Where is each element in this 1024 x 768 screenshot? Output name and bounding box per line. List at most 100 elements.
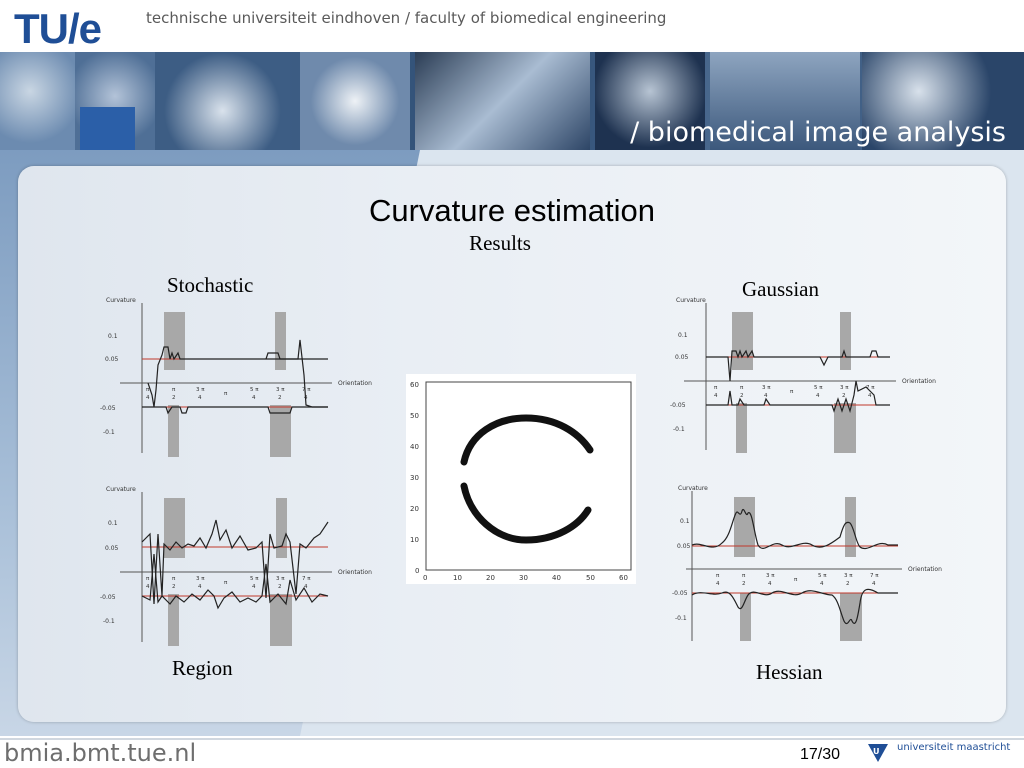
band [168, 405, 179, 457]
curve-upper [141, 519, 329, 605]
footer-url[interactable]: bmia.bmt.tue.nl [4, 739, 197, 767]
y-tick: 0.05 [677, 543, 691, 550]
svg-text:π: π [740, 385, 744, 391]
band [734, 497, 755, 557]
y-tick: 40 [410, 443, 419, 451]
svg-text:4: 4 [820, 581, 824, 587]
plot-axes: Curvature Orientation 0.1 0.05 -0.05 -0.… [100, 297, 372, 453]
footer-divider [0, 738, 1024, 740]
svg-text:π: π [794, 577, 798, 583]
svg-text:3 π: 3 π [196, 576, 205, 582]
band [168, 594, 179, 646]
x-tick: 60 [619, 574, 628, 582]
y-axis-label: Curvature [106, 486, 136, 493]
y-tick: 60 [410, 381, 419, 389]
curve-upper [706, 349, 890, 382]
svg-text:4: 4 [198, 584, 202, 590]
x-tick-5pi-4: 5 π [250, 387, 259, 393]
y-tick: 0.05 [675, 354, 689, 361]
band [270, 405, 291, 457]
curve-lower [706, 380, 890, 414]
svg-text:2: 2 [172, 395, 176, 401]
x-ticks: π4 π2 3 π4 π 5 π4 3 π2 7 π4 [146, 387, 311, 401]
svg-text:π: π [172, 576, 176, 582]
svg-text:2: 2 [842, 393, 846, 399]
curve-right [265, 339, 328, 408]
label-region: Region [172, 656, 233, 680]
band [276, 498, 287, 558]
x-ticks: π4 π2 3 π4 π 5 π4 3 π2 7 π4 [716, 573, 879, 587]
svg-text:4: 4 [304, 584, 308, 590]
svg-text:π: π [146, 576, 150, 582]
x-tick-pi-4: π [146, 387, 150, 393]
x-ticks: π4 π2 3 π4 π 5 π4 3 π2 7 π4 [714, 385, 875, 399]
band [740, 593, 751, 641]
svg-text:π: π [790, 389, 794, 395]
x-ticks: π4 π2 3 π4 π 5 π4 3 π2 7 π4 [146, 576, 311, 590]
y-tick: 0 [415, 567, 419, 575]
page-number: 17/30 [800, 746, 841, 763]
x-axis-label: Orientation [338, 380, 372, 387]
svg-text:2: 2 [278, 584, 282, 590]
svg-text:2: 2 [172, 584, 176, 590]
x-tick-labels: 0 10 20 30 40 50 60 [423, 574, 628, 582]
svg-text:5 π: 5 π [250, 576, 259, 582]
svg-text:π: π [742, 573, 746, 579]
y-tick: 0.05 [105, 545, 119, 552]
svg-text:4: 4 [146, 584, 150, 590]
svg-text:3 π: 3 π [766, 573, 775, 579]
plot-axes: Curvature Orientation 0.1 0.05 -0.05 -0.… [672, 485, 942, 641]
x-tick: 40 [552, 574, 561, 582]
svg-text:4: 4 [716, 581, 720, 587]
y-tick: -0.05 [100, 594, 116, 601]
plot-stochastic: Curvature Orientation 0.1 0.05 -0.05 -0.… [100, 297, 372, 457]
curve-lower [142, 406, 328, 415]
x-axis-label: Orientation [908, 566, 942, 573]
footer-bar [0, 736, 1024, 768]
slide-title: Curvature estimation [368, 193, 655, 228]
svg-text:4: 4 [872, 581, 876, 587]
x-tick: 20 [486, 574, 495, 582]
y-tick: 30 [410, 474, 419, 482]
y-tick: -0.05 [672, 590, 688, 597]
x-tick-pi: π [224, 391, 228, 397]
x-axis-label: Orientation [902, 378, 936, 385]
x-tick: 50 [586, 574, 595, 582]
band [164, 312, 185, 370]
svg-text:7 π: 7 π [870, 573, 879, 579]
y-tick: 0.1 [108, 333, 118, 340]
y-tick: 20 [410, 505, 419, 513]
svg-text:2: 2 [742, 581, 746, 587]
svg-text:4: 4 [768, 581, 772, 587]
svg-text:3 π: 3 π [762, 385, 771, 391]
label-gaussian: Gaussian [742, 277, 819, 301]
plot-axes: Curvature Orientation 0.1 0.05 -0.05 -0.… [670, 297, 936, 450]
band [164, 498, 185, 558]
label-stochastic: Stochastic [167, 273, 254, 297]
curve-upper [691, 509, 898, 549]
header-bar: TU/e technische universiteit eindhoven /… [0, 0, 1024, 52]
y-tick: -0.1 [675, 615, 687, 622]
y-tick: 0.1 [680, 518, 690, 525]
y-tick: -0.1 [103, 618, 115, 625]
x-tick-3pi-4: 3 π [196, 387, 205, 393]
x-tick: 30 [519, 574, 528, 582]
y-tick: 0.1 [108, 520, 118, 527]
y-tick: -0.1 [673, 426, 685, 433]
band [845, 497, 856, 557]
svg-text:3 π: 3 π [844, 573, 853, 579]
plot-hessian: Curvature Orientation 0.1 0.05 -0.05 -0.… [672, 485, 942, 641]
plot-gaussian: Curvature Orientation 0.1 0.05 -0.05 -0.… [670, 297, 936, 453]
partner-name: universiteit maastricht [897, 742, 1011, 753]
label-hessian: Hessian [756, 660, 823, 684]
y-axis-label: Curvature [676, 297, 706, 304]
svg-text:4: 4 [304, 395, 308, 401]
band [840, 593, 862, 641]
svg-text:π: π [714, 385, 718, 391]
svg-text:3 π: 3 π [840, 385, 849, 391]
curve-lower [691, 588, 898, 625]
band [275, 312, 286, 370]
svg-text:2: 2 [740, 393, 744, 399]
svg-text:4: 4 [252, 395, 256, 401]
y-axis-label: Curvature [678, 485, 708, 492]
